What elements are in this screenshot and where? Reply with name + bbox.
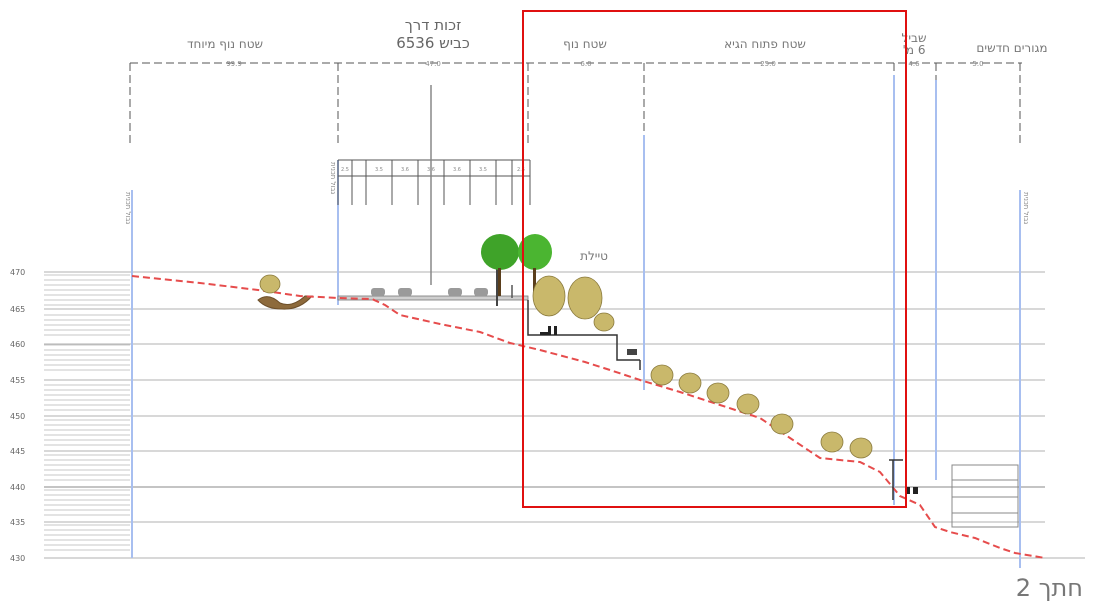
dimension-value: 99.9 [226, 60, 242, 68]
elevation-label: 455 [10, 376, 25, 385]
zone-label-road-name: כביש 6536 [396, 34, 470, 52]
lane-label: 3.5 [479, 167, 487, 173]
tree-icon [736, 393, 760, 415]
residential-building [951, 464, 1019, 528]
car-icon [474, 288, 488, 296]
elevation-label: 450 [10, 412, 25, 421]
tree-icon [820, 431, 844, 453]
slope-trees [259, 274, 873, 459]
tree-icon [678, 372, 702, 394]
boundary-label: גבול תכנית [1022, 192, 1030, 224]
boundary-label: גבול תכנית [124, 192, 132, 224]
dimension-value: 6.0 [580, 60, 591, 68]
lane-label: 3.5 [375, 167, 383, 173]
lane-labels: 2.5 3.5 3.6 3.6 3.6 3.5 2.5 [341, 167, 525, 173]
dimension-value: 4.6 [908, 60, 920, 68]
tree-icon [849, 437, 873, 459]
plan-boundary-lines [131, 75, 1021, 568]
promenade-label: טיילת [580, 249, 608, 263]
lane-label: 3.6 [401, 167, 409, 173]
tree-icon [532, 275, 566, 317]
terrain-profile [131, 275, 1046, 559]
elevation-grid [44, 271, 1085, 559]
lane-label: 3.6 [427, 167, 435, 173]
elevation-label: 435 [10, 518, 25, 527]
people-icons [540, 326, 918, 494]
lane-label: 2.5 [517, 167, 525, 173]
tree-icon [770, 413, 794, 435]
tree-icon [518, 234, 552, 270]
car-icon [371, 288, 385, 296]
zone-label-path-width: 6 מ' [903, 43, 926, 57]
elevation-label: 445 [10, 447, 25, 456]
zone-label-new-residential: מגורים חדשים [976, 41, 1047, 55]
zone-label-open-area: שטח נוף [563, 37, 607, 51]
zone-label-road-rights: זכות דרך [405, 16, 462, 34]
tree-icon [650, 364, 674, 386]
car-icon [398, 288, 412, 296]
elevation-label: 465 [10, 305, 25, 314]
road-surface [337, 265, 529, 306]
zone-label-river-landscape: שטח פתוח הגיא [724, 37, 806, 51]
elevation-labels: 470 465 460 455 450 445 440 435 430 [10, 268, 25, 563]
elevation-scale-hatching [44, 274, 130, 551]
lane-label: 3.6 [453, 167, 461, 173]
dimension-values: 99.9 47.0 6.0 25.0 4.6 5.0 [226, 60, 983, 68]
zone-label-open-area-residential: שטח נוף מיוחד [187, 37, 263, 51]
green-trees [481, 234, 552, 296]
tree-icon [567, 276, 603, 320]
tree-icon [593, 312, 615, 332]
earth-mound [257, 295, 314, 310]
zone-labels: שטח נוף מיוחד זכות דרך כביש 6536 שטח נוף… [187, 16, 1048, 57]
dimension-value: 25.0 [760, 60, 776, 68]
tree-icon [259, 274, 281, 294]
zone-label-path: שביל [902, 31, 927, 45]
car-icon [448, 288, 462, 296]
tree-icon [481, 234, 519, 270]
terrace-walls [527, 300, 903, 500]
boundary-labels: גבול תכנית גבול תכנית גבול תכנית [124, 162, 1030, 224]
road-lane-frame [337, 159, 531, 205]
dimension-value: 5.0 [972, 60, 983, 68]
dimension-value: 47.0 [425, 60, 441, 68]
boundary-label: גבול תכנית [329, 162, 337, 194]
elevation-label: 440 [10, 483, 25, 492]
elevation-label: 470 [10, 268, 25, 277]
section-title: חתך 2 [1015, 574, 1083, 602]
highlight-box [522, 10, 907, 508]
elevation-label: 430 [10, 554, 25, 563]
dimension-line [129, 62, 1022, 145]
elevation-label: 460 [10, 340, 25, 349]
tree-icon [706, 382, 730, 404]
lane-label: 2.5 [341, 167, 349, 173]
